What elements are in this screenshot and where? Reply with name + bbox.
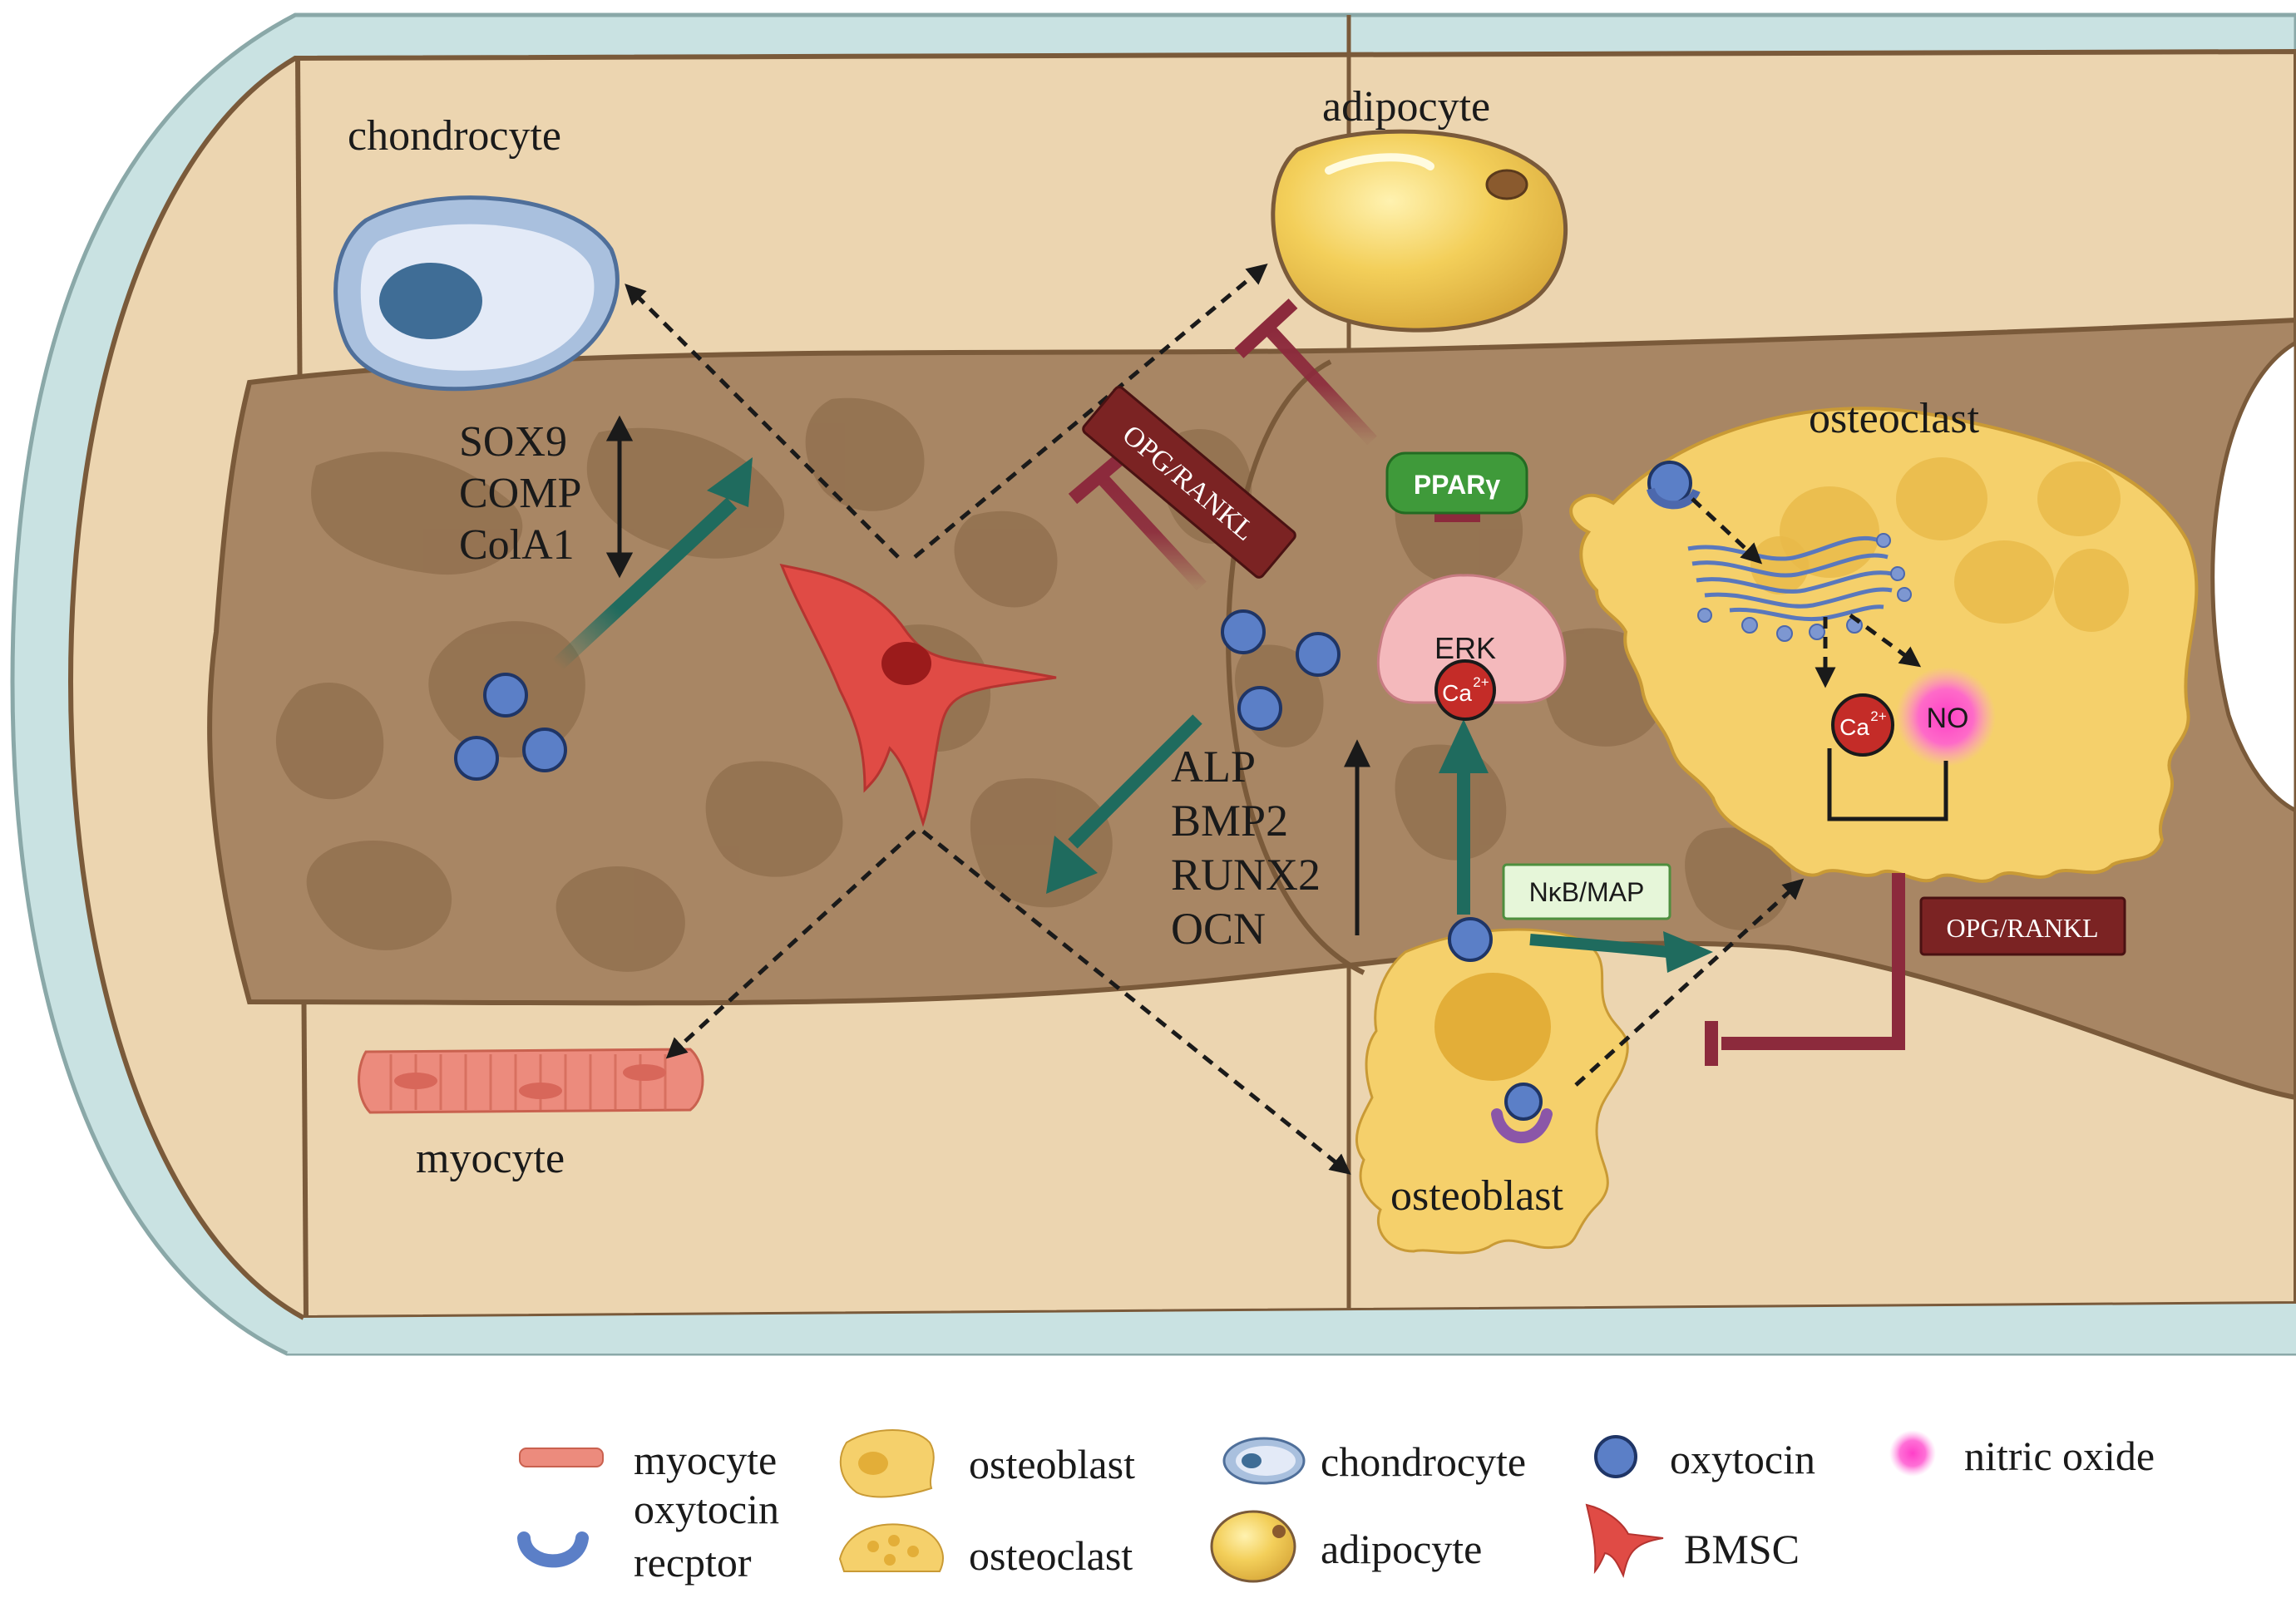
dashed-arrows: [625, 264, 1922, 1175]
legend-oxytocin: oxytocin: [1670, 1436, 1815, 1482]
osteoclast-ca-no: Ca 2+ NO: [1827, 667, 1996, 821]
osteoclast-receptor: [1647, 487, 1701, 510]
legend-adipocyte-icon: [1210, 1510, 1296, 1583]
gene-alp: ALP: [1171, 742, 1256, 792]
regulation-arrows: [605, 415, 1370, 935]
legend-osteoblast: osteoblast: [969, 1441, 1135, 1487]
osteoblast-label: osteoblast: [1390, 1172, 1564, 1220]
opg-rankl-right-label: OPG/RANKL: [1946, 913, 2098, 943]
legend: myocyte oxytocin recptor osteoblast oste…: [517, 1429, 2155, 1586]
legend-receptor-line1: oxytocin: [634, 1486, 779, 1532]
osteoclast-ca-sup: 2+: [1870, 708, 1886, 724]
legend-chondrocyte: chondrocyte: [1321, 1438, 1526, 1485]
nfkb-label: NκB/MAP: [1529, 877, 1645, 907]
legend-receptor-icon: [517, 1531, 589, 1568]
legend-osteoclast-icon: [838, 1523, 944, 1572]
legend-receptor-line2: recptor: [634, 1539, 752, 1586]
gene-comp: COMP: [459, 470, 581, 517]
legend-osteoclast: osteoclast: [969, 1532, 1133, 1579]
legend-nitric-oxide-icon: [1889, 1430, 1936, 1477]
osteoclast-cell: [1569, 407, 2199, 883]
opg-rankl-box-right: OPG/RANKL: [1919, 896, 2126, 956]
ppar-gamma-box: PPARγ: [1385, 451, 1528, 515]
inhibition-lines: [1068, 298, 1905, 1066]
adipocyte-label: adipocyte: [1322, 83, 1490, 131]
bone-notch: [2210, 340, 2296, 813]
osteo-gene-markers: ALP BMP2 RUNX2 OCN: [1171, 742, 1321, 954]
oxytocin-molecules: [454, 461, 1692, 781]
bmsc-cell: [779, 563, 1057, 827]
erk-ca-sup: 2+: [1473, 674, 1489, 690]
chondro-gene-markers: SOX9 COMP ColA1: [459, 418, 581, 569]
legend-oxytocin-icon: [1594, 1435, 1637, 1478]
osteoclast-ca-label: Ca: [1839, 714, 1869, 740]
chondrocyte-label: chondrocyte: [348, 112, 561, 160]
legend-adipocyte: adipocyte: [1321, 1526, 1482, 1572]
legend-nitric-oxide: nitric oxide: [1964, 1433, 2155, 1479]
ppar-label: PPARγ: [1414, 470, 1501, 500]
myocyte-label: myocyte: [416, 1135, 565, 1182]
adipocyte-cell: [1271, 129, 1568, 333]
epiphyseal-line: [1226, 359, 1365, 975]
erk-ca-label: Ca: [1442, 680, 1472, 706]
green-arrows: [551, 457, 1713, 973]
no-label: NO: [1927, 703, 1969, 734]
periosteum-bottom: [287, 1304, 2296, 1354]
myocyte-cell: [358, 1048, 704, 1114]
osteoblast-cell: [1355, 917, 1629, 1255]
erk-complex: ERK Ca 2+: [1376, 574, 1567, 721]
gene-sox9: SOX9: [459, 418, 567, 466]
gene-cola1: ColA1: [459, 521, 575, 569]
legend-myocyte-icon: [519, 1448, 604, 1467]
legend-bmsc: BMSC: [1684, 1526, 1800, 1572]
endoplasmic-reticulum: [1687, 535, 1893, 622]
legend-bmsc-icon: [1585, 1503, 1664, 1579]
chondrocyte-cell: [333, 195, 620, 392]
gene-ocn: OCN: [1171, 904, 1266, 954]
legend-myocyte: myocyte: [634, 1437, 777, 1483]
osteoclast-label: osteoclast: [1809, 395, 1980, 442]
gene-bmp2: BMP2: [1171, 796, 1288, 846]
nfkb-map-box: NκB/MAP: [1502, 863, 1671, 920]
gene-runx2: RUNX2: [1171, 850, 1321, 900]
